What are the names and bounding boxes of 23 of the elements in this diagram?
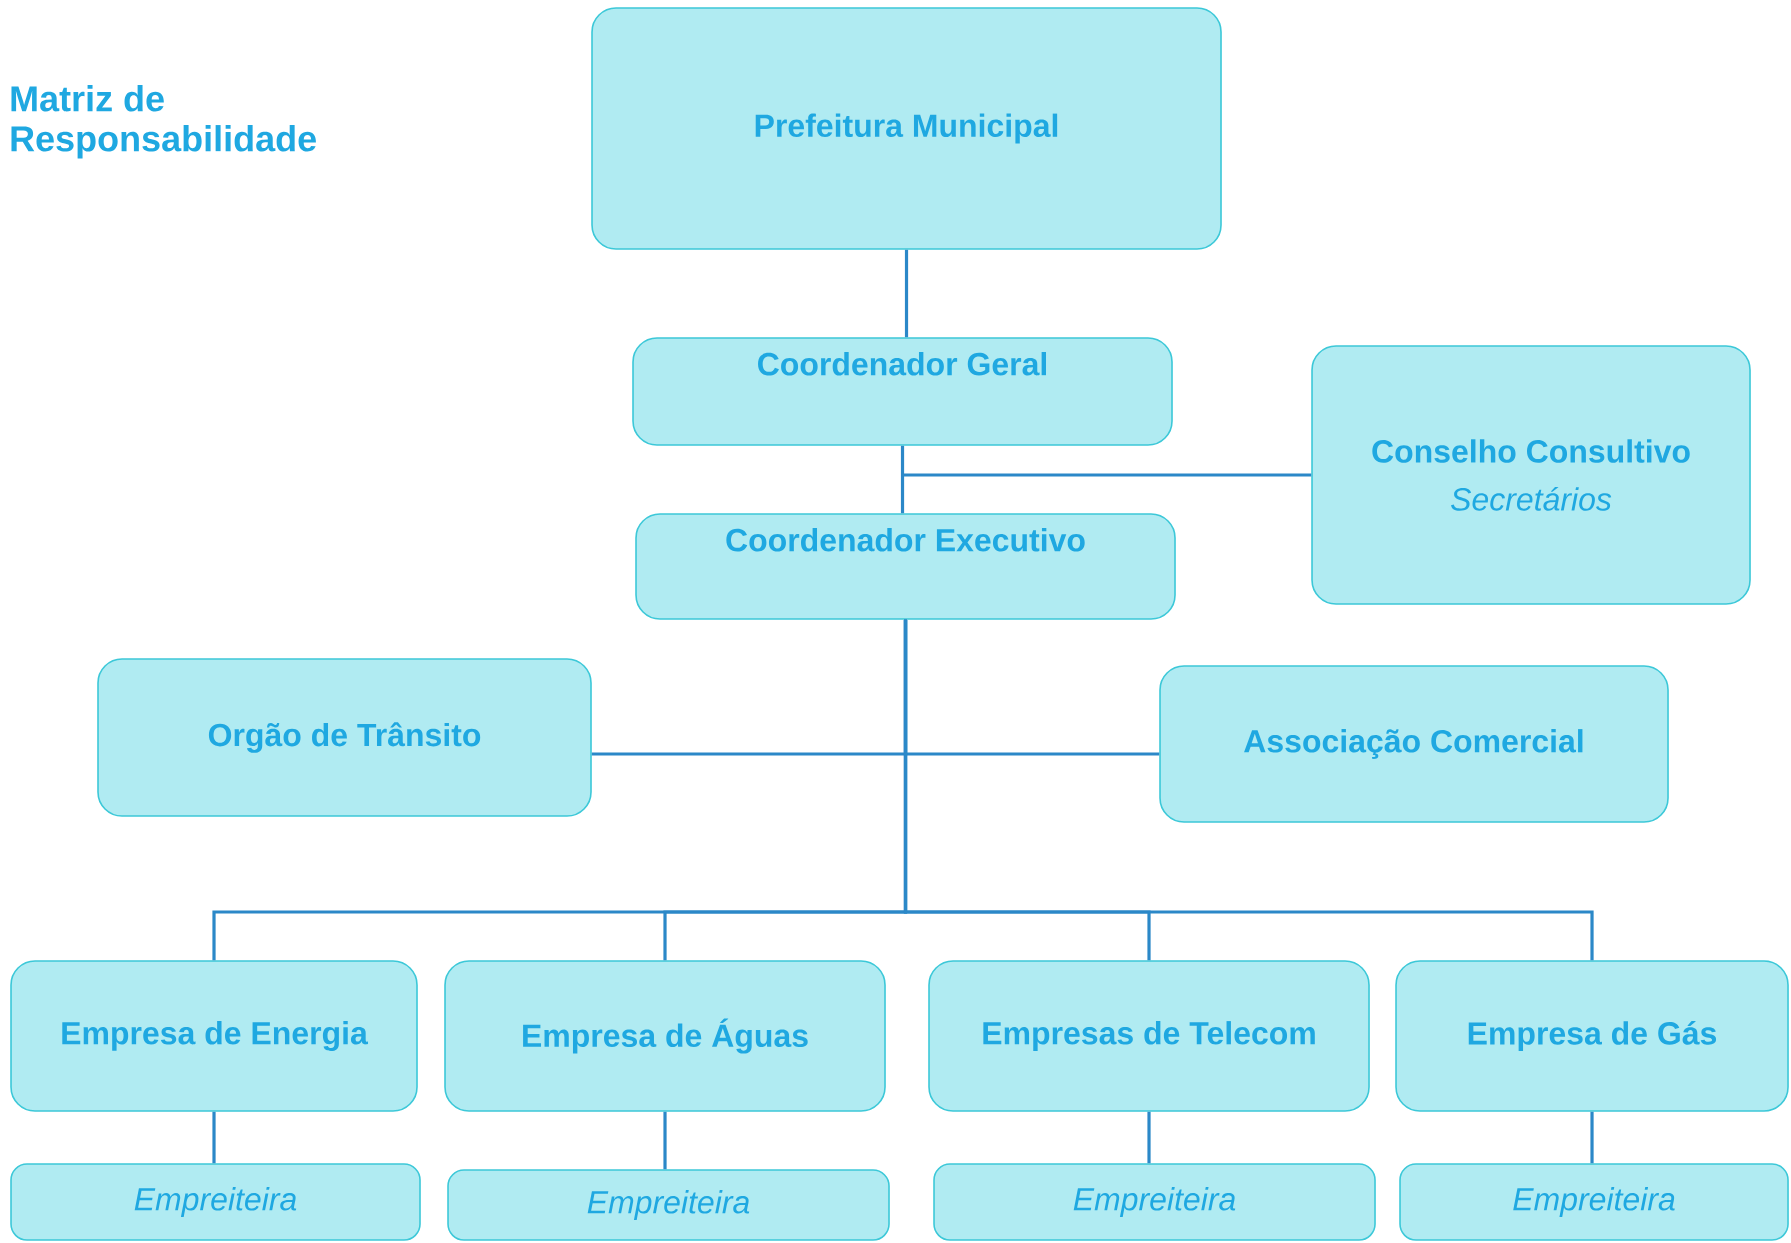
subcontractor-box: Empreiteira bbox=[933, 1163, 1376, 1241]
subcontractor-box: Empreiteira bbox=[1399, 1163, 1789, 1241]
org-box: Orgão de Trânsito bbox=[97, 658, 592, 817]
org-box: Empresas de Telecom bbox=[928, 960, 1370, 1112]
connector-line bbox=[904, 249, 909, 338]
org-box: Empresa de Águas bbox=[444, 960, 886, 1112]
connector-line bbox=[900, 445, 905, 514]
subcontractor-box: Empreiteira bbox=[447, 1169, 890, 1241]
connector-line bbox=[663, 1111, 667, 1170]
org-box: Coordenador Executivo bbox=[635, 513, 1176, 620]
org-box: Empresa de Energia bbox=[10, 960, 418, 1112]
title: Matriz de Responsabilidade bbox=[11, 85, 316, 159]
subcontractor-box: Empreiteira bbox=[10, 1163, 421, 1241]
connector-line bbox=[903, 619, 1594, 961]
connector-line bbox=[1147, 1111, 1151, 1164]
connector-line bbox=[212, 1111, 216, 1164]
org-box: Conselho Consultivo Secretários bbox=[1311, 345, 1751, 605]
org-box: Empresa de Gás bbox=[1395, 960, 1789, 1112]
org-box: Associação Comercial bbox=[1159, 665, 1669, 823]
connector-line bbox=[902, 473, 1312, 477]
org-box: Coordenador Geral bbox=[632, 337, 1173, 446]
org-box: Prefeitura Municipal bbox=[591, 7, 1222, 250]
connector-line bbox=[1590, 1111, 1594, 1164]
